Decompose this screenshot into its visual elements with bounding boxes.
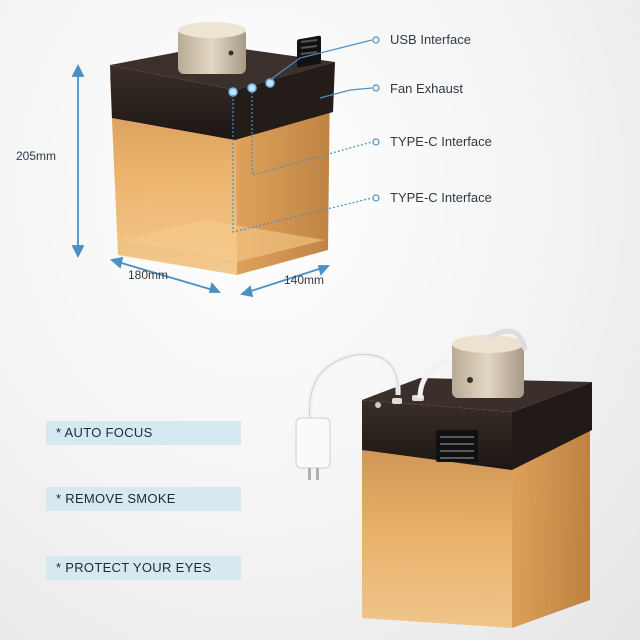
device-top-view [71, 22, 380, 298]
callout-typec-1: TYPE-C Interface [390, 134, 492, 149]
fan-grille [297, 35, 321, 68]
callout-typec-2: TYPE-C Interface [390, 190, 492, 205]
dimension-height: 205mm [16, 149, 57, 163]
dimension-width: 180mm [128, 268, 169, 282]
charger-with-cable [295, 352, 451, 480]
callout-fan-exhaust: Fan Exhaust [390, 81, 463, 96]
dimension-arrows [71, 63, 330, 298]
camera-module-2 [452, 328, 528, 398]
feature-auto-focus: * AUTO FOCUS [46, 421, 241, 445]
device-bottom-view [362, 328, 592, 628]
callout-lines [232, 36, 380, 233]
fan-grille-2 [436, 430, 478, 462]
dimension-depth: 140mm [284, 273, 325, 287]
camera-module [178, 22, 246, 74]
feature-protect-eyes: * PROTECT YOUR EYES [46, 556, 241, 580]
callout-usb: USB Interface [390, 32, 471, 47]
feature-remove-smoke: * REMOVE SMOKE [46, 487, 241, 511]
